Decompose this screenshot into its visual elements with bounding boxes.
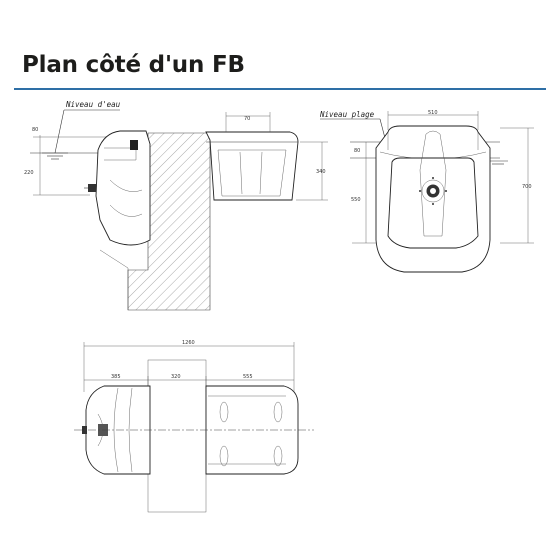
dim-80-front: 80 (354, 148, 360, 154)
page-title: Plan côté d'un FB (22, 52, 245, 78)
skimmer-side-body (95, 130, 151, 246)
dim-550: 550 (351, 197, 361, 203)
dim-320: 320 (171, 374, 181, 380)
dim-700: 700 (522, 184, 532, 190)
water-level-symbol (42, 152, 68, 160)
dim-1260: 1260 (182, 340, 195, 346)
dim-80-side: 80 (32, 127, 38, 133)
dim-385: 385 (111, 374, 121, 380)
water-level-label: Niveau d'eau (65, 100, 121, 109)
dim-220-side: 220 (24, 170, 34, 176)
filter-box-side (205, 131, 299, 201)
dim-510: 510 (428, 110, 438, 116)
deck-level-label: Niveau plage (319, 110, 375, 119)
side-view: Niveau d'eau 80 220 (24, 100, 328, 311)
top-wall (147, 359, 207, 513)
dim-555: 555 (243, 374, 253, 380)
front-nozzle-ring (421, 179, 445, 203)
water-level-leader (54, 109, 65, 154)
skimmer-side-nozzle (130, 140, 138, 150)
front-water-symbol (488, 160, 508, 165)
skimmer-front-column (419, 130, 447, 237)
front-view: Niveau plage 510 80 550 700 (319, 110, 534, 273)
title-divider (14, 88, 546, 90)
top-view: 1260 385 320 555 (74, 340, 314, 513)
dim-340: 340 (316, 169, 326, 175)
dim-70: 70 (244, 116, 250, 122)
